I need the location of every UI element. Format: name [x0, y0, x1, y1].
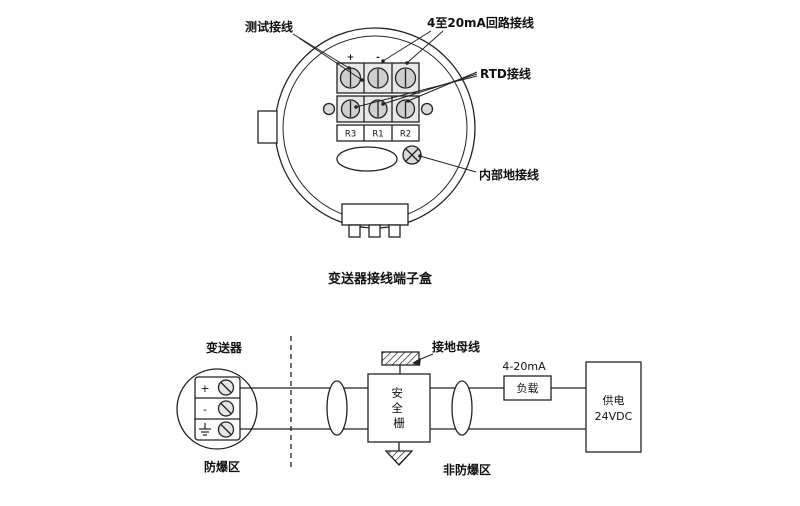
housing-side-tab	[257, 110, 278, 144]
connector-tooth	[348, 224, 361, 238]
leader-rtd-3	[355, 75, 478, 108]
screw-slot	[220, 382, 232, 393]
screw-slot	[220, 424, 232, 435]
screw-mark-minus: -	[376, 53, 380, 63]
cable-gland-right	[451, 380, 473, 436]
connector-tooth	[388, 224, 401, 238]
label-transmitter: 变送器	[206, 340, 243, 355]
polarity-plus: +	[200, 382, 209, 395]
label-zone-nonex: 非防爆区	[443, 462, 491, 477]
load-box	[503, 375, 552, 401]
housing-cutout	[336, 146, 398, 172]
top-screws	[339, 67, 417, 89]
label-rtd-wiring: RTD接线	[480, 66, 531, 81]
mount-screw-left-icon	[322, 102, 336, 116]
leader-test-2	[298, 37, 363, 81]
label-signal-4-20ma: 4-20mA	[502, 360, 546, 373]
loop-schematic	[176, 336, 642, 468]
label-safety-barrier: 安 全 栅	[391, 386, 406, 430]
terminal-label-strip	[336, 124, 420, 142]
leader-rtd-2	[382, 73, 478, 105]
label-load: 负载	[517, 381, 539, 395]
label-power-line1: 供电	[603, 393, 625, 407]
safety-barrier-char-2: 全	[391, 401, 403, 415]
screw-mark-plus: +	[347, 53, 355, 63]
terminal-strip-label-r1: R1	[372, 130, 383, 140]
terminal-strip-label-r2: R2	[400, 130, 411, 140]
mount-screw-right-icon	[420, 102, 434, 116]
label-loop-wiring: 4至20mA回路接线	[427, 15, 534, 30]
safety-barrier-box	[367, 373, 431, 443]
safety-barrier-char-1: 安	[391, 386, 403, 400]
leader-ground	[419, 155, 477, 173]
label-power-line2: 24VDC	[595, 410, 633, 423]
leader-rtd-1	[407, 71, 478, 102]
leader-loop-1	[382, 30, 432, 62]
terminal-box-figure	[257, 27, 478, 238]
leader-dots	[347, 59, 422, 158]
screw-slot	[405, 148, 419, 162]
barrier-ground-symbol-icon	[384, 450, 414, 466]
earth-symbol-icon	[199, 423, 211, 436]
connector-body	[341, 203, 409, 226]
label-test-wiring: 测试接线	[245, 19, 293, 34]
safety-barrier-char-3: 栅	[393, 416, 405, 430]
leader-loop-2	[406, 30, 444, 64]
figure-caption: 变送器接线端子盒	[328, 271, 433, 287]
label-ground-bus: 接地母线	[432, 339, 480, 354]
transmitter-screws	[217, 379, 235, 438]
power-supply-box	[585, 361, 642, 453]
label-internal-ground: 内部地接线	[479, 167, 539, 182]
rtd-screws	[340, 99, 416, 119]
cable-gland-left	[326, 380, 348, 436]
terminal-strip-label-r3: R3	[345, 130, 356, 140]
ground-bus-arrowhead-icon	[412, 358, 421, 366]
screw-slot	[220, 403, 232, 414]
polarity-minus: -	[203, 403, 207, 416]
leader-lines	[292, 30, 478, 173]
connector-tooth	[368, 224, 381, 238]
label-zone-ex: 防爆区	[204, 459, 240, 474]
